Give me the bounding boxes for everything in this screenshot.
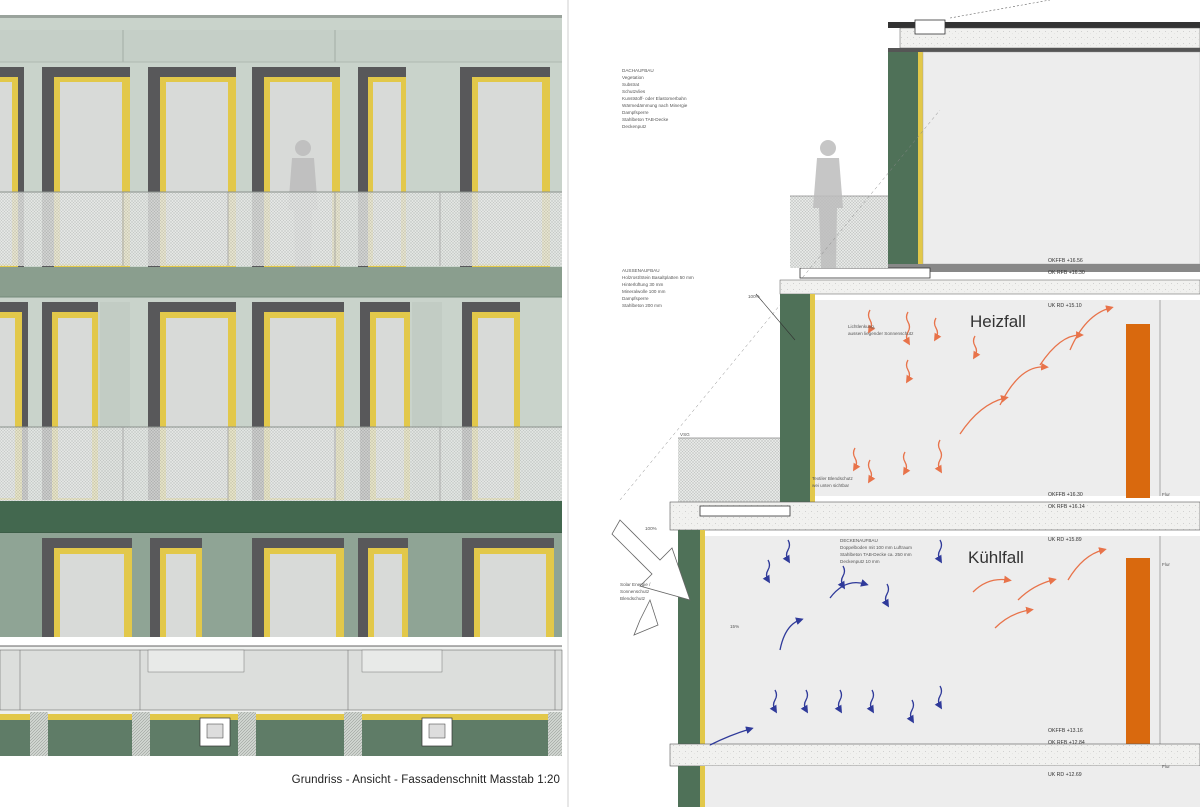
svg-text:Dampfsperre: Dampfsperre — [622, 110, 649, 115]
svg-text:Dampfsperre: Dampfsperre — [622, 296, 649, 301]
svg-text:Stahlbeton TAB-Decke ca. 250 m: Stahlbeton TAB-Decke ca. 250 mm — [840, 552, 912, 557]
heating-label: Heizfall — [970, 312, 1026, 331]
heating-airflow-arrows — [852, 305, 1114, 629]
svg-text:Blendschutz: Blendschutz — [620, 596, 646, 601]
floor-notes: DECKENAUFBAU Doppelboden mit 100 mm Luft… — [840, 538, 912, 564]
svg-text:DECKENAUFBAU: DECKENAUFBAU — [840, 538, 878, 543]
svg-text:Kunststoff- oder Elastomerbahn: Kunststoff- oder Elastomerbahn — [622, 96, 687, 101]
svg-text:Doppelboden mit 100 mm Luftrau: Doppelboden mit 100 mm Luftraum — [840, 545, 912, 550]
svg-text:Substrat: Substrat — [622, 82, 640, 87]
annotations: Lichtlenkung, aussen liegender Sonnensch… — [620, 294, 1170, 769]
heating-element-lower — [1126, 558, 1150, 746]
svg-text:AUSSENAUFBAU: AUSSENAUFBAU — [622, 268, 660, 273]
svg-text:Flur: Flur — [1162, 492, 1170, 497]
svg-text:OKFFB +16.30: OKFFB +16.30 — [1048, 492, 1083, 498]
svg-text:100%: 100% — [748, 294, 760, 299]
svg-text:Solar Energie /: Solar Energie / — [620, 582, 651, 587]
svg-text:UK RD +15.89: UK RD +15.89 — [1048, 537, 1082, 543]
floor-plan-strip — [0, 645, 563, 756]
svg-text:VSG: VSG — [680, 432, 690, 437]
sheet-title: Grundriss - Ansicht - Fassadenschnitt Ma… — [291, 774, 560, 786]
svg-text:UK RD +15.10: UK RD +15.10 — [1048, 303, 1082, 309]
window-row-lower — [42, 538, 554, 637]
svg-text:Mineralwolle 100 mm: Mineralwolle 100 mm — [622, 289, 666, 294]
svg-text:Flur: Flur — [1162, 562, 1170, 567]
svg-text:Deckenputz: Deckenputz — [622, 124, 647, 129]
svg-text:Schutzvlies: Schutzvlies — [622, 89, 646, 94]
svg-text:wei unten sichtbar: wei unten sichtbar — [812, 483, 849, 488]
svg-text:OK RFB +12.84: OK RFB +12.84 — [1048, 740, 1085, 746]
svg-text:OK RFB +16.14: OK RFB +16.14 — [1048, 504, 1085, 510]
svg-text:OKFFB +13.16: OKFFB +13.16 — [1048, 728, 1083, 734]
svg-text:Sonnenschutz: Sonnenschutz — [620, 589, 650, 594]
svg-text:UK RD +12.69: UK RD +12.69 — [1048, 772, 1082, 778]
svg-text:OKFFB +16.56: OKFFB +16.56 — [1048, 258, 1083, 264]
svg-text:Stahlbeton 200 mm: Stahlbeton 200 mm — [622, 303, 662, 308]
svg-text:15%: 15% — [730, 624, 739, 629]
level-markers: OKFFB +16.56 OK RFB +16.30 UK RD +15.10 … — [1048, 258, 1085, 778]
cooling-label: Kühlfall — [968, 548, 1024, 567]
terrace-notes: AUSSENAUFBAU Holzrost/Stein Basaltplatte… — [622, 268, 694, 308]
svg-text:Vegetation: Vegetation — [622, 75, 644, 80]
svg-text:OK RFB +16.30: OK RFB +16.30 — [1048, 270, 1085, 276]
svg-text:Holzrost/Stein Basaltplatten 5: Holzrost/Stein Basaltplatten 50 mm — [622, 275, 694, 280]
railing-middle — [0, 427, 562, 501]
svg-text:Deckenputz 10 mm: Deckenputz 10 mm — [840, 559, 880, 564]
svg-text:Textiler Blendschutz: Textiler Blendschutz — [812, 476, 854, 481]
cooling-airflow-arrows — [709, 539, 943, 746]
railing-upper — [0, 192, 562, 266]
svg-text:Hinterlüftung 30 mm: Hinterlüftung 30 mm — [622, 282, 664, 287]
facade-section: DACHAUFBAU Vegetation Substrat Schutzvli… — [611, 0, 1200, 807]
svg-text:Wärmedämmung nach Minergie: Wärmedämmung nach Minergie — [622, 103, 688, 108]
svg-text:Stahlbeton TAB-Decke: Stahlbeton TAB-Decke — [622, 117, 669, 122]
svg-text:DACHAUFBAU: DACHAUFBAU — [622, 68, 654, 73]
solar-energy-arrow — [611, 519, 691, 601]
person-silhouette-section — [813, 140, 843, 268]
svg-text:Flur: Flur — [1162, 764, 1170, 769]
svg-text:Lichtlenkung,: Lichtlenkung, — [848, 324, 875, 329]
roof-notes: DACHAUFBAU Vegetation Substrat Schutzvli… — [622, 68, 688, 129]
heating-element-upper — [1126, 324, 1150, 498]
svg-text:100%: 100% — [645, 526, 657, 531]
svg-text:aussen liegender Sonnenschutz: aussen liegender Sonnenschutz — [848, 331, 914, 336]
facade-elevation — [0, 15, 563, 756]
